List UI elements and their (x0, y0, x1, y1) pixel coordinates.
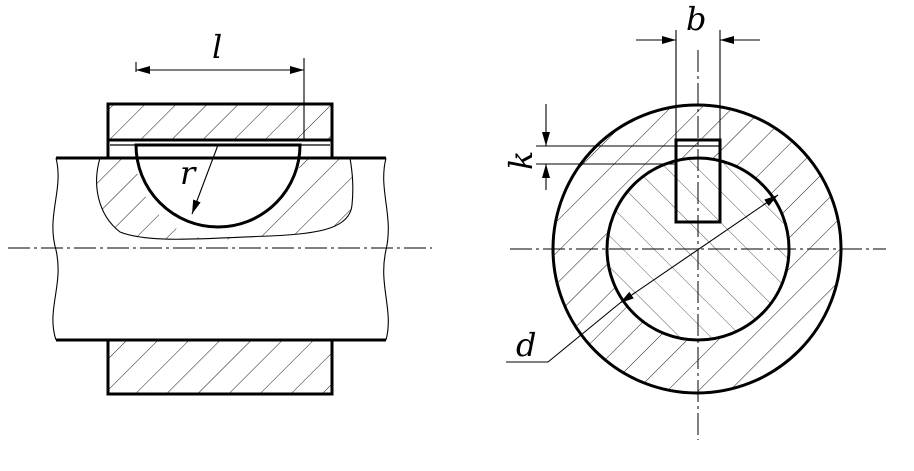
label-b: b (686, 0, 706, 38)
label-d: d (516, 326, 536, 364)
hub-bottom-hatch (108, 340, 332, 394)
shaft-right-break (383, 157, 389, 341)
shaft-breakout-line (96, 157, 354, 240)
label-r: r (180, 154, 197, 192)
hub-top-hatch (108, 104, 332, 140)
woodruff-key-outline (134, 143, 302, 229)
shaft-breakout-hatch (96, 158, 353, 240)
label-l: l (212, 28, 222, 66)
hub-bottom-outline (106, 338, 334, 396)
cross-section-view: b k d (502, 0, 886, 440)
dim-d-leader (506, 302, 621, 363)
shaft-left-break (52, 157, 59, 341)
dim-r-line (191, 144, 219, 215)
longitudinal-view: l r (8, 28, 432, 396)
hub-top-outline (106, 102, 334, 142)
label-k: k (502, 151, 540, 170)
dim-d-line (619, 194, 779, 304)
